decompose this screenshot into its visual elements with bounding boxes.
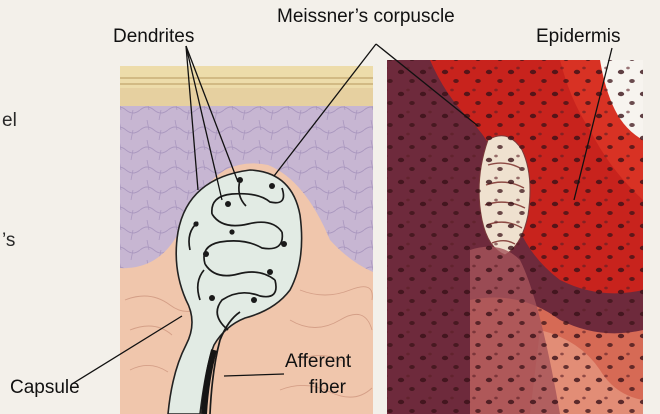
capsule-label: Capsule xyxy=(10,377,80,399)
micrograph-panel xyxy=(387,60,643,414)
dendrites-label: Dendrites xyxy=(113,26,194,48)
meissner-corpuscle-label: Meissner’s corpuscle xyxy=(277,6,455,28)
afferent-fiber-label-line2: fiber xyxy=(309,377,346,399)
margin-text-fragment: ’s xyxy=(2,230,15,252)
margin-text-fragment: el xyxy=(2,110,17,132)
afferent-fiber-label-line1: Afferent xyxy=(285,351,351,373)
epidermis-label: Epidermis xyxy=(536,26,620,48)
